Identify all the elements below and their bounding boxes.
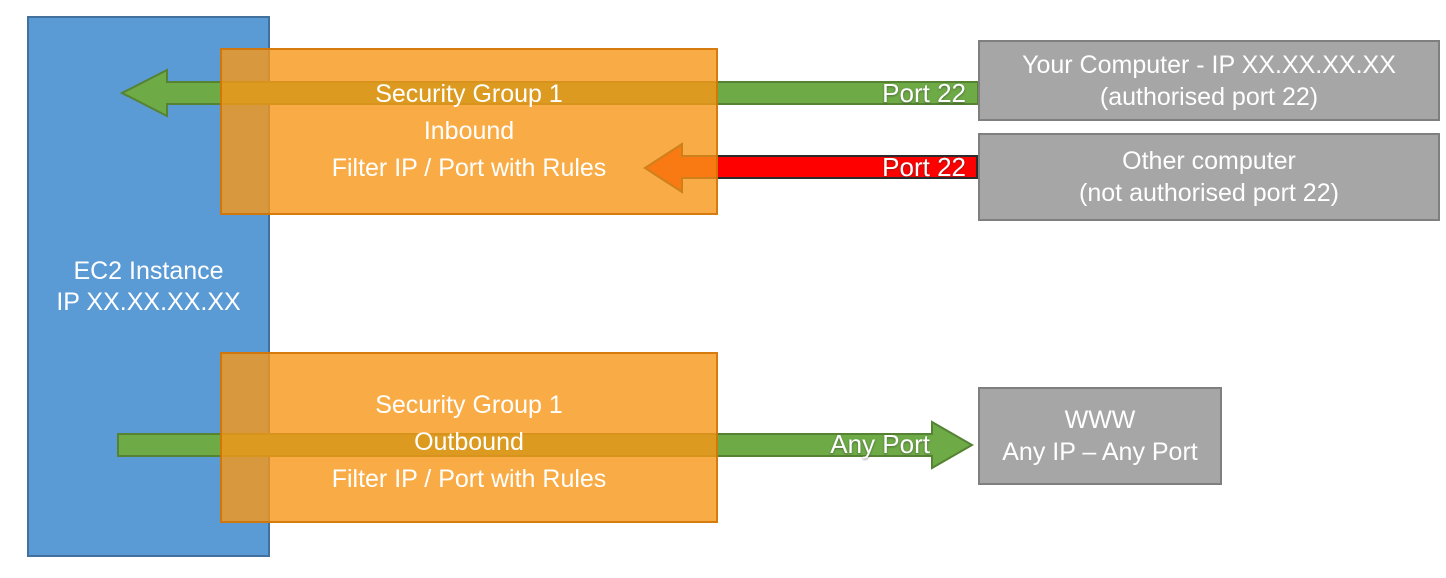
inbound-allowed-port-label: Port 22	[882, 78, 966, 108]
www-box: WWW Any IP – Any Port	[978, 387, 1222, 485]
security-group-inbound-box: Security Group 1 Inbound Filter IP / Por…	[220, 48, 718, 215]
security-group-inbound-description: Filter IP / Port with Rules	[331, 154, 607, 182]
security-group-inbound-title: Security Group 1	[375, 80, 563, 108]
inbound-blocked-port-label: Port 22	[882, 152, 966, 182]
security-group-outbound-box: Security Group 1 Outbound Filter IP / Po…	[220, 352, 718, 523]
security-group-outbound-description: Filter IP / Port with Rules	[331, 464, 607, 493]
other-computer-title: Other computer	[1122, 147, 1296, 175]
other-computer-subtitle: (not authorised port 22)	[1079, 179, 1339, 207]
security-group-outbound-direction: Outbound	[414, 427, 524, 456]
www-title: WWW	[1064, 406, 1136, 434]
your-computer-subtitle: (authorised port 22)	[1099, 82, 1319, 111]
your-computer-box: Your Computer - IP XX.XX.XX.XX (authoris…	[978, 40, 1440, 121]
your-computer-title: Your Computer - IP XX.XX.XX.XX	[1022, 50, 1396, 79]
outbound-port-label: Any Port	[830, 429, 930, 459]
other-computer-box: Other computer (not authorised port 22)	[978, 133, 1440, 221]
www-subtitle: Any IP – Any Port	[1002, 438, 1198, 466]
ec2-instance-ip: IP XX.XX.XX.XX	[56, 287, 241, 316]
ec2-instance-name: EC2 Instance	[73, 256, 224, 285]
security-group-outbound-title: Security Group 1	[375, 390, 563, 419]
security-group-inbound-direction: Inbound	[423, 117, 515, 145]
